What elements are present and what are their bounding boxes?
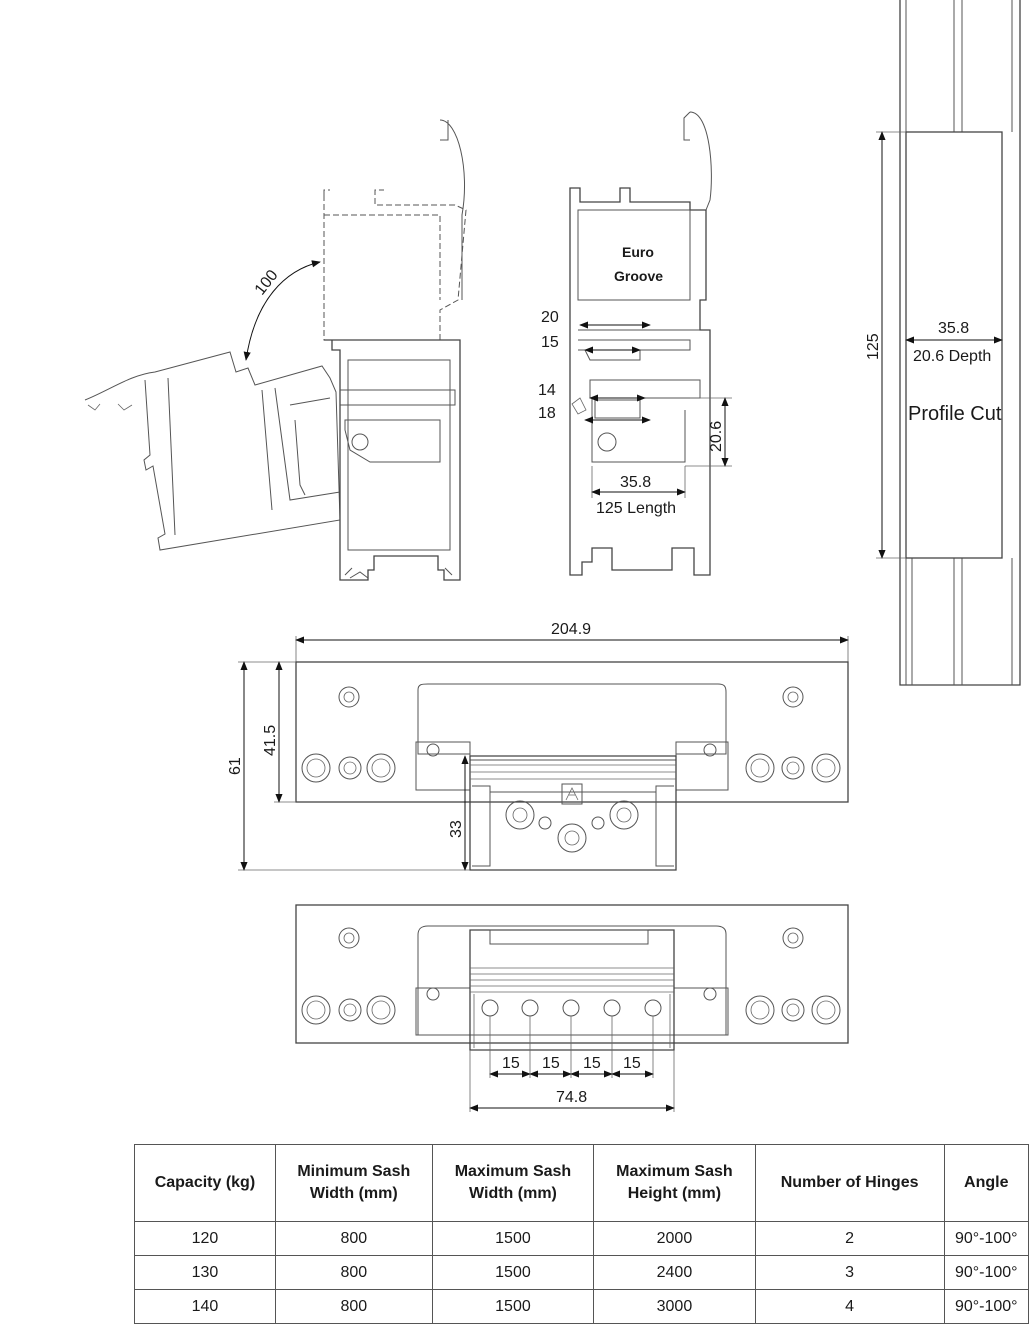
table-cell: 130 (134, 1255, 276, 1290)
header-number-of-hinges: Number of Hinges (754, 1144, 945, 1222)
pitch-label: 15 (583, 1055, 601, 1072)
hinge-front-view: 15 15 15 15 74.8 (295, 904, 849, 1112)
dim-15: 15 (541, 334, 559, 351)
length-label: 125 Length (596, 500, 676, 517)
dim-33: 33 (448, 820, 465, 838)
dim-61: 61 (227, 757, 244, 775)
table-cell: 800 (274, 1289, 433, 1324)
header-capacity: Capacity (kg) (134, 1144, 276, 1222)
table-cell: 1500 (431, 1221, 595, 1256)
table-cell: 1500 (431, 1289, 595, 1324)
angle-label: 100 (252, 267, 282, 299)
table-cell: 2 (754, 1221, 945, 1256)
dim-35-8-a: 35.8 (620, 474, 651, 491)
table-cell: 90°-100° (943, 1255, 1029, 1290)
dim-74-8: 74.8 (556, 1089, 587, 1106)
profile-cut-label: Profile Cut (908, 403, 1002, 425)
table-row: 120 800 1500 2000 2 90°-100° (134, 1221, 1029, 1256)
dim-20: 20 (541, 309, 559, 326)
header-text: Capacity (kg) (154, 1174, 256, 1191)
table-cell: 3000 (593, 1289, 756, 1324)
header-text: Maximum Sash (616, 1163, 733, 1180)
dim-35-8-b: 35.8 (938, 320, 969, 337)
header-text: Maximum Sash (454, 1163, 572, 1180)
table-cell: 4 (754, 1289, 945, 1324)
dim-125: 125 (865, 333, 882, 360)
pitch-label: 15 (623, 1055, 641, 1072)
pitch-label: 15 (502, 1055, 520, 1072)
header-text: Minimum Sash (297, 1163, 411, 1180)
pitch-label: 15 (542, 1055, 560, 1072)
header-text: Angle (964, 1174, 1009, 1191)
depth-label: 20.6 Depth (913, 348, 991, 365)
header-angle: Angle (943, 1144, 1029, 1222)
closed-section-view: Euro Groove 20 15 14 18 20.6 35.8 125 Le… (538, 111, 732, 576)
hinge-top-view: 204.9 61 41.5 33 (227, 621, 849, 871)
header-text: Width (mm) (309, 1185, 398, 1202)
table-cell: 800 (274, 1221, 433, 1256)
header-text: Number of Hinges (780, 1174, 919, 1191)
technical-drawing: 100 Euro Groove 20 15 14 18 20.6 35.8 12… (84, 0, 1021, 1112)
table-row: 130 800 1500 2400 3 90°-100° (134, 1255, 1029, 1290)
dim-20-6: 20.6 (708, 421, 725, 452)
table-cell: 3 (754, 1255, 945, 1290)
table-cell: 1500 (431, 1255, 595, 1290)
dim-14: 14 (538, 382, 556, 399)
dim-18: 18 (538, 405, 556, 422)
dim-204-9: 204.9 (551, 621, 591, 638)
groove-label: Groove (614, 268, 663, 284)
header-text: Width (mm) (469, 1185, 557, 1202)
euro-label: Euro (622, 244, 654, 260)
table-cell: 90°-100° (943, 1221, 1029, 1256)
profile-cut-view: 125 35.8 20.6 Depth Profile Cut (865, 0, 1021, 686)
open-sash-view: 100 (84, 119, 467, 581)
table-cell: 140 (134, 1289, 276, 1324)
table-cell: 90°-100° (943, 1289, 1029, 1324)
table-cell: 2000 (593, 1221, 756, 1256)
table-cell: 2400 (593, 1255, 756, 1290)
table-cell: 800 (274, 1255, 433, 1290)
table-row: 140 800 1500 3000 4 90°-100° (134, 1289, 1029, 1324)
dim-41-5: 41.5 (262, 725, 279, 756)
table-cell: 120 (134, 1221, 276, 1256)
header-text: Height (mm) (627, 1185, 722, 1202)
